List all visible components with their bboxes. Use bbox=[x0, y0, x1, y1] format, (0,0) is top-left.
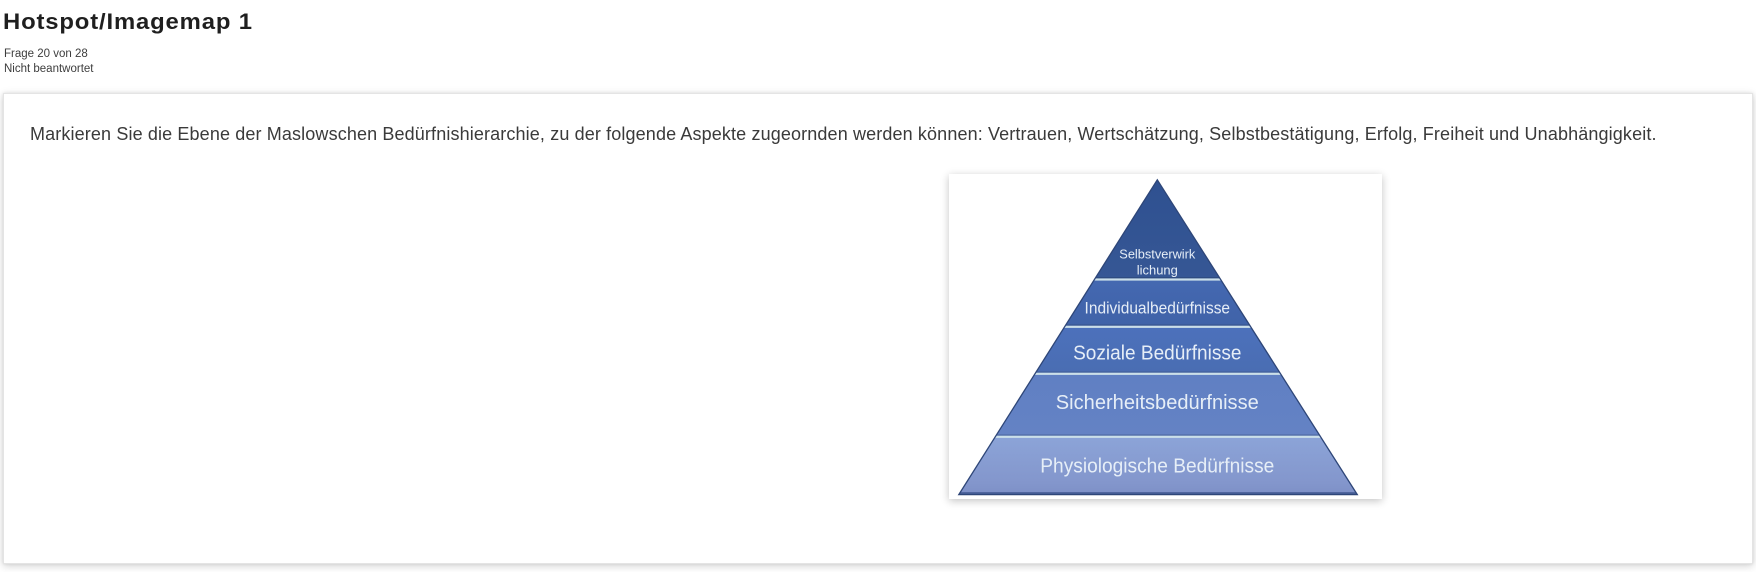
svg-text:lichung: lichung bbox=[1137, 263, 1178, 278]
svg-text:Selbstverwirk: Selbstverwirk bbox=[1119, 246, 1195, 261]
svg-text:Individualbedürfnisse: Individualbedürfnisse bbox=[1085, 298, 1231, 317]
svg-text:Physiologische Bedürfnisse: Physiologische Bedürfnisse bbox=[1040, 455, 1274, 478]
svg-text:Soziale Bedürfnisse: Soziale Bedürfnisse bbox=[1073, 341, 1241, 364]
svg-text:Sicherheitsbedürfnisse: Sicherheitsbedürfnisse bbox=[1056, 391, 1259, 414]
